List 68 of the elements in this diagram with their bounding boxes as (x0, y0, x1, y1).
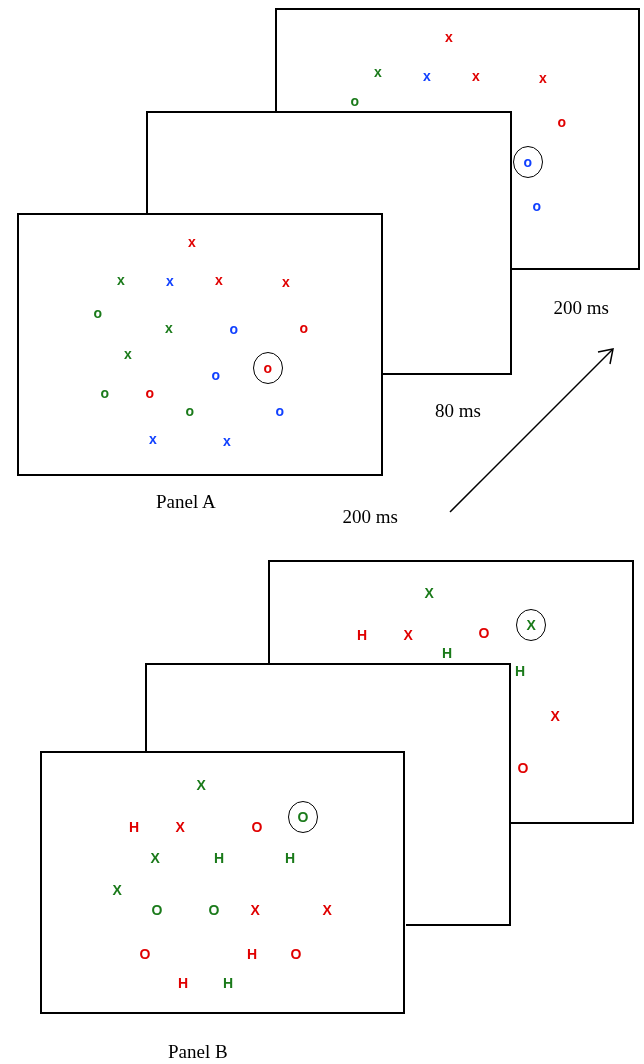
panel-label: Panel B (168, 1041, 228, 1063)
stimulus-letter: x (445, 30, 453, 44)
highlight-circle (253, 352, 283, 384)
stimulus-letter: o (229, 322, 239, 336)
stimulus-letter: O (290, 947, 302, 961)
stimulus-letter: o (532, 199, 542, 213)
stimulus-letter: o (350, 94, 360, 108)
stimulus-letter: X (424, 586, 434, 600)
stimulus-letter: x (472, 69, 480, 83)
stimulus-letter: x (282, 275, 290, 289)
stimulus-letter: X (112, 883, 122, 897)
stimulus-letter: o (93, 306, 103, 320)
stimulus-letter: X (150, 851, 160, 865)
stimulus-letter: o (275, 404, 285, 418)
stimulus-letter: o (523, 155, 533, 169)
stimulus-letter: X (250, 903, 260, 917)
stimulus-letter: H (214, 851, 225, 865)
duration-label: 80 ms (435, 400, 481, 422)
stimulus-frame (17, 213, 383, 476)
stimulus-letter: H (223, 976, 234, 990)
stimulus-frame (145, 663, 511, 926)
stimulus-letter: X (196, 778, 206, 792)
stimulus-letter: x (374, 65, 382, 79)
stimulus-letter: x (215, 273, 223, 287)
stimulus-letter: o (185, 404, 195, 418)
highlight-circle (288, 801, 318, 833)
stimulus-letter: O (139, 947, 151, 961)
stimulus-letter: x (423, 69, 431, 83)
stimulus-frame (40, 751, 405, 1014)
stimulus-letter: x (149, 432, 157, 446)
stimulus-letter: x (117, 273, 125, 287)
stimulus-letter: X (403, 628, 413, 642)
stimulus-letter: X (175, 820, 185, 834)
stimulus-letter: x (165, 321, 173, 335)
stimulus-letter: o (145, 386, 155, 400)
stimulus-letter: H (285, 851, 296, 865)
stimulus-letter: o (263, 361, 273, 375)
stimulus-letter: H (357, 628, 368, 642)
stimulus-letter: X (322, 903, 332, 917)
stimulus-frame (275, 8, 640, 270)
duration-label: 200 ms (553, 297, 609, 319)
highlight-circle (516, 609, 546, 641)
stimulus-letter: H (129, 820, 140, 834)
stimulus-letter: X (526, 618, 536, 632)
stimulus-letter: O (151, 903, 163, 917)
stimulus-letter: O (517, 761, 529, 775)
stimulus-letter: x (124, 347, 132, 361)
stimulus-letter: x (223, 434, 231, 448)
duration-label: 200 ms (342, 506, 398, 528)
stimulus-letter: o (557, 115, 567, 129)
stimulus-letter: O (478, 626, 490, 640)
stimulus-letter: H (178, 976, 189, 990)
stimulus-letter: O (297, 810, 309, 824)
stimulus-letter: o (211, 368, 221, 382)
stimulus-letter: o (100, 386, 110, 400)
stimulus-letter: H (515, 664, 526, 678)
stimulus-letter: H (247, 947, 258, 961)
stimulus-letter: O (208, 903, 220, 917)
stimulus-frame (268, 560, 634, 824)
stimulus-letter: x (188, 235, 196, 249)
stimulus-letter: O (251, 820, 263, 834)
stimulus-letter: x (539, 71, 547, 85)
panel-label: Panel A (156, 491, 216, 513)
highlight-circle (513, 146, 543, 178)
stimulus-letter: H (442, 646, 453, 660)
stimulus-letter: o (299, 321, 309, 335)
stimulus-letter: x (166, 274, 174, 288)
stimulus-letter: X (550, 709, 560, 723)
